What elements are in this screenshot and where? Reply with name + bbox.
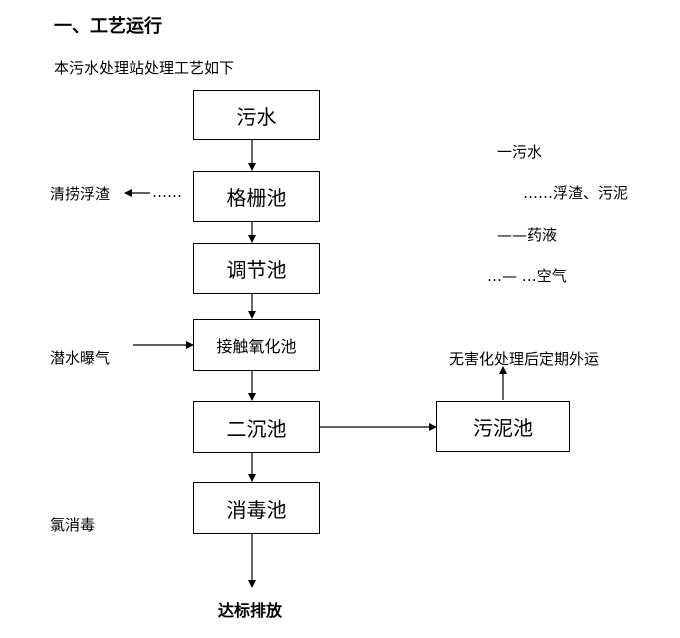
box-disinfection-tank: 消毒池 xyxy=(193,482,320,534)
box-sludge-tank: 污泥池 xyxy=(436,401,570,452)
section-heading: 一、工艺运行 xyxy=(54,16,162,37)
legend-scum-sludge: ……浮渣、污泥 xyxy=(523,184,629,202)
label-chlorine-disinfection: 氯消毒 xyxy=(50,516,96,534)
box-contact-oxidation-tank: 接触氧化池 xyxy=(193,319,320,371)
box-adjust-tank: 调节池 xyxy=(193,243,320,294)
legend-sewage: 一污水 xyxy=(497,143,543,161)
intro-text: 本污水处理站处理工艺如下 xyxy=(54,59,235,77)
label-scum-dots: …… xyxy=(152,183,182,201)
label-scum-removal: 清捞浮渣 xyxy=(50,185,111,203)
box-grille-tank: 格栅池 xyxy=(193,171,320,222)
label-sludge-disposal: 无害化处理后定期外运 xyxy=(449,350,600,368)
legend-air: …— …空气 xyxy=(487,267,567,285)
label-discharge: 达标排放 xyxy=(218,601,283,620)
legend-chemical: ——药液 xyxy=(497,226,558,244)
box-sewage: 污水 xyxy=(193,90,320,140)
box-secondary-settling-tank: 二沉池 xyxy=(193,401,320,453)
label-submersible-aeration: 潜水曝气 xyxy=(50,349,111,367)
